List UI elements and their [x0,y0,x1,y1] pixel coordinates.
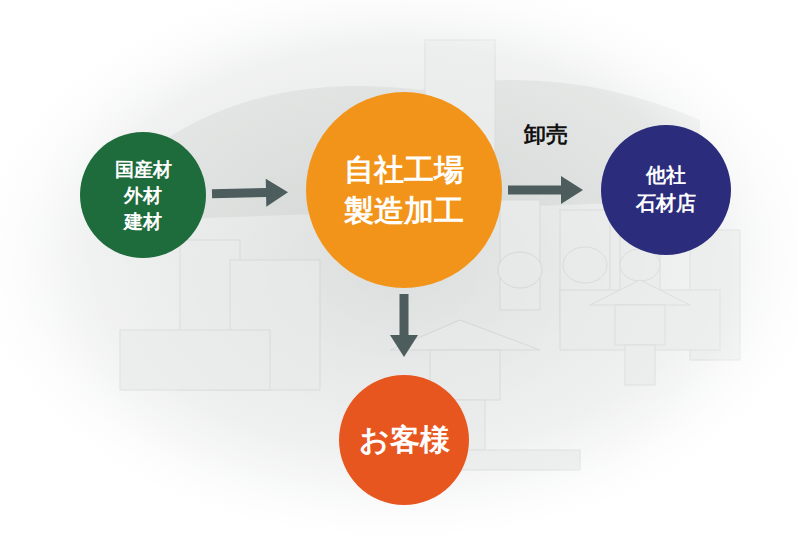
node-label: 自社工場 製造加工 [340,149,469,232]
store-circle: 他社 石材店 [601,125,731,255]
arrow-shaft [400,294,409,336]
arrow-head [390,335,418,357]
factory-circle: 自社工場 製造加工 [306,92,502,288]
node-label: 国産材 外材 建材 [112,156,175,235]
node-label: 他社 石材店 [633,162,699,217]
arrow-head [266,179,288,207]
arrow-shaft [212,193,267,194]
edge-label: 卸売 [521,120,571,150]
material-circle: 国産材 外材 建材 [80,132,206,258]
flow-arrow [508,176,583,204]
flow-arrow [212,179,288,207]
customer-circle: お客様 [339,375,469,505]
flow-arrow [390,294,418,357]
arrow-head [561,176,583,204]
arrow-shaft [508,186,562,195]
node-label: お客様 [355,419,454,460]
